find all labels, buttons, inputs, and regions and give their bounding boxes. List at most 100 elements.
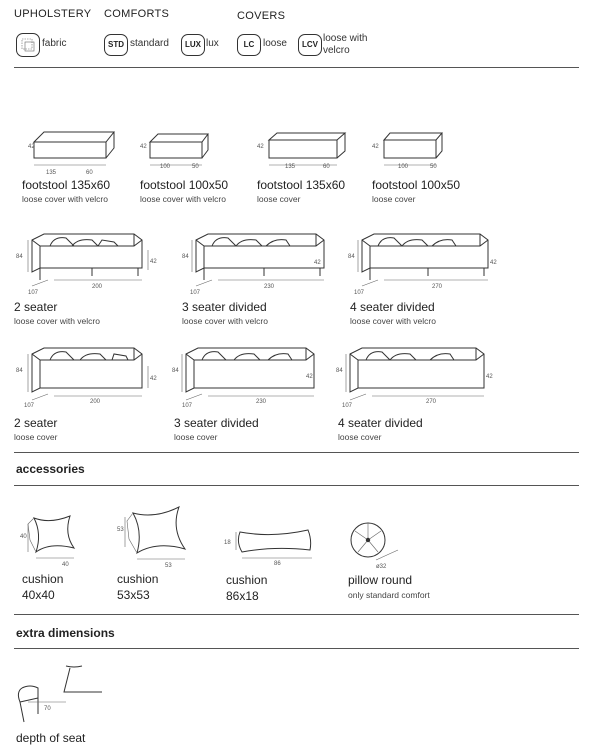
lc-badge: LC	[237, 34, 261, 56]
sofa-w: 230	[264, 284, 275, 290]
sofa-drawing: 84 42 107 230	[182, 233, 325, 296]
footstool-w: 100	[398, 164, 409, 170]
footstool-h: 42	[372, 144, 379, 150]
footstool-drawing: 42 100 50	[372, 132, 444, 170]
sofa-w: 270	[426, 399, 437, 405]
cushion-item: 53 53 cushion 53x53	[115, 503, 215, 605]
footstool-item: 42 100 50 footstool 100x50 loose cover	[372, 128, 482, 208]
extra-top-divider	[14, 614, 579, 615]
loose-with-label: loose with	[323, 33, 368, 44]
extra-dimensions-heading: extra dimensions	[16, 626, 115, 640]
footstool-drawing: 42 135 60	[28, 131, 116, 176]
footstool-d: 50	[430, 164, 437, 170]
footstool-subtitle: loose cover with velcro	[22, 194, 108, 204]
fabric-label: fabric	[42, 38, 67, 49]
pillow-name: pillow round	[348, 573, 413, 587]
sofa-item: 84 42 107 270 4 seater divided loose cov…	[336, 342, 496, 442]
sofa-subtitle: loose cover with velcro	[350, 316, 436, 326]
velcro-label: velcro	[323, 45, 350, 56]
sofa-item: 84 42 107 200 2 seater loose cover with …	[14, 228, 164, 328]
cushion-dim-a: 18	[224, 540, 231, 546]
cushion-item: 40 40 cushion 40x40	[20, 510, 110, 605]
sofa-item: 84 42 107 230 3 seater divided loose cov…	[182, 228, 332, 328]
footstool-drawing: 42 100 50	[140, 133, 209, 170]
cushion-name: cushion	[226, 573, 268, 587]
sofa-d: 107	[342, 403, 353, 409]
sofa-d: 107	[190, 290, 201, 296]
sofa-d: 107	[24, 403, 35, 409]
sofa-h: 84	[16, 368, 23, 374]
sofa-subtitle: loose cover	[338, 432, 382, 442]
cushion-name: cushion	[117, 572, 159, 586]
sofa-w: 200	[90, 399, 101, 405]
sofa-title: 2 seater	[14, 416, 58, 430]
standard-label: standard	[130, 38, 169, 49]
lux-badge: LUX	[181, 34, 205, 56]
comforts-heading: COMFORTS	[104, 8, 170, 20]
footstool-h: 42	[257, 144, 264, 150]
footstool-w: 100	[160, 164, 171, 170]
sofa-d: 107	[354, 290, 365, 296]
cushion-dim-a: 40	[20, 534, 27, 540]
cushion-icon: 18 86	[224, 529, 312, 567]
cushion-icon: 53 53	[117, 505, 187, 569]
pillow-dim: ø32	[376, 564, 387, 570]
sofa-item: 84 42 107 230 3 seater divided loose cov…	[172, 342, 322, 442]
seat-depth-dim: 70	[44, 706, 51, 712]
cushion-size: 53x53	[117, 588, 150, 602]
cushion-item: 18 86 cushion 86x18	[222, 524, 332, 606]
footstool-h: 42	[140, 144, 147, 150]
sofa-d: 107	[182, 403, 193, 409]
std-badge: STD	[104, 34, 128, 56]
seat-depth-drawing: 70	[10, 662, 120, 723]
footstool-title: footstool 100x50	[140, 178, 229, 192]
sofa-h: 84	[182, 254, 189, 260]
sofa-drawing: 84 42 107 270	[336, 347, 493, 409]
sofa-seat-h: 42	[314, 260, 321, 266]
sofa-drawing: 84 42 107 200	[16, 347, 157, 409]
sofa-title: 4 seater divided	[338, 416, 423, 430]
footstool-w: 135	[285, 164, 296, 170]
sofa-subtitle: loose cover	[174, 432, 218, 442]
sofa-subtitle: loose cover with velcro	[14, 316, 100, 326]
cushion-size: 86x18	[226, 589, 259, 603]
sofa-seat-h: 42	[486, 374, 493, 380]
accessories-top-divider	[14, 452, 579, 453]
header-divider	[14, 67, 579, 68]
sofa-item: 84 42 107 270 4 seater divided loose cov…	[348, 228, 508, 328]
footstool-d: 50	[192, 164, 199, 170]
sofa-h: 84	[16, 254, 23, 260]
cushion-dim-b: 86	[274, 561, 281, 567]
sofa-title: 2 seater	[14, 300, 58, 314]
pillow-round-item: ø32 pillow round only standard comfort	[346, 518, 466, 606]
sofa-d: 107	[28, 290, 39, 296]
cushion-dim-b: 40	[62, 562, 69, 568]
fabric-swatch-icon	[16, 33, 40, 57]
sofa-subtitle: loose cover	[14, 432, 58, 442]
accessories-divider	[14, 485, 579, 486]
lcv-badge: LCV	[298, 34, 322, 56]
sofa-seat-h: 42	[150, 259, 157, 265]
sofa-seat-h: 42	[150, 376, 157, 382]
footstool-subtitle: loose cover	[372, 194, 416, 204]
footstool-item: 42 135 60 footstool 135x60 loose cover	[257, 128, 367, 208]
footstool-drawing: 42 135 60	[257, 132, 347, 170]
sofa-subtitle: loose cover with velcro	[182, 316, 268, 326]
cushion-dim-b: 53	[165, 563, 172, 569]
sofa-title: 3 seater divided	[174, 416, 259, 430]
footstool-w: 135	[46, 170, 57, 176]
pillow-note: only standard comfort	[348, 590, 430, 600]
cushion-icon: 40 40	[20, 515, 76, 568]
seat-depth-label: depth of seat	[16, 731, 86, 745]
sofa-w: 200	[92, 284, 103, 290]
sofa-drawing: 84 42 107 200	[16, 233, 157, 296]
accessories-heading: accessories	[16, 462, 85, 476]
pillow-round-icon: ø32	[350, 522, 399, 570]
cushion-size: 40x40	[22, 588, 55, 602]
footstool-title: footstool 135x60	[22, 178, 111, 192]
sofa-seat-h: 42	[490, 260, 497, 266]
sofa-h: 84	[348, 254, 355, 260]
footstool-h: 42	[28, 144, 35, 150]
sofa-w: 230	[256, 399, 267, 405]
footstool-item: 42 100 50 footstool 100x50 loose cover w…	[140, 128, 250, 208]
